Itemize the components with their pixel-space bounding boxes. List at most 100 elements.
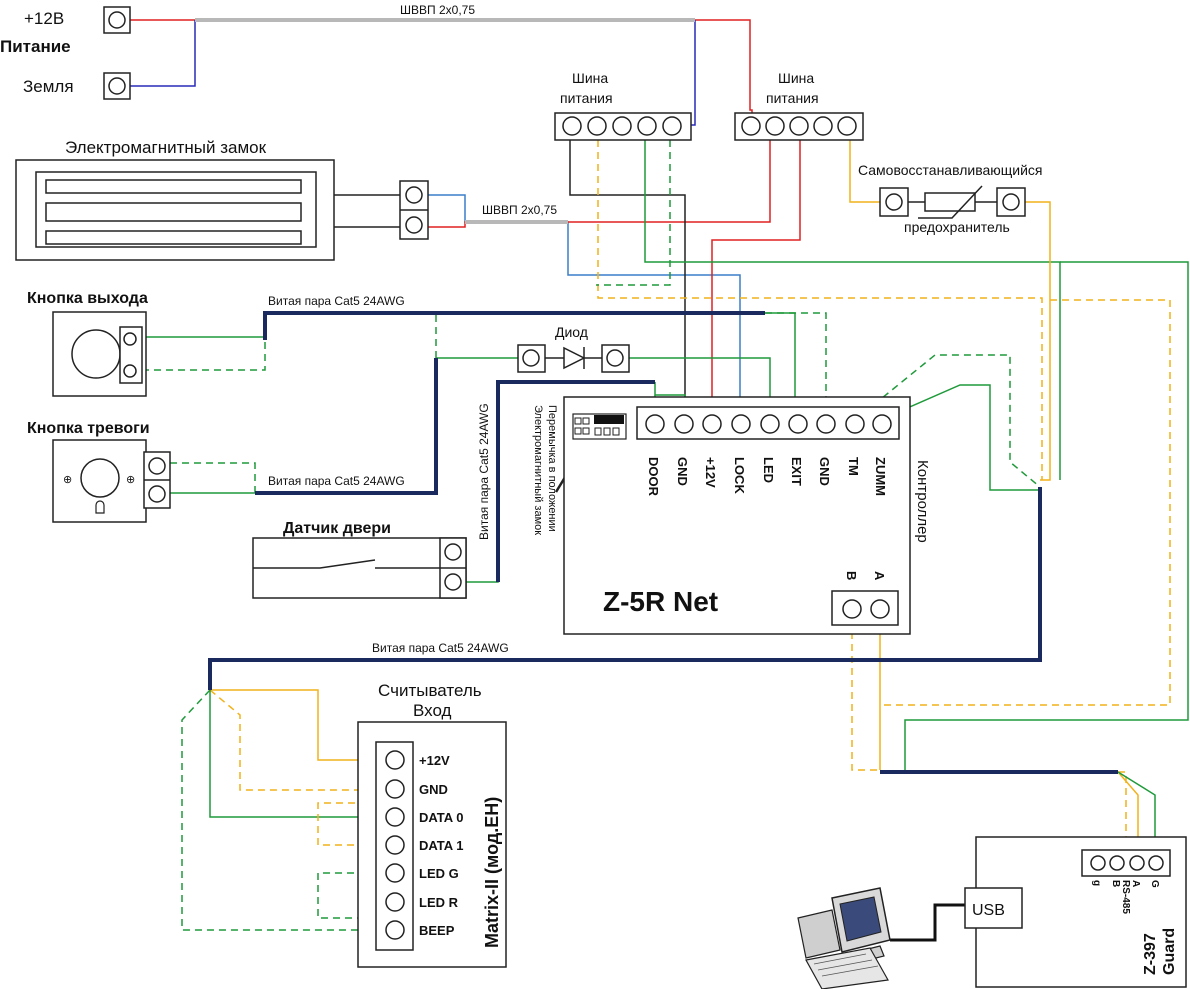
wire-12v-red bbox=[711, 140, 801, 420]
power-block: +12В Питание Земля ШВВП 2x0,75 bbox=[0, 3, 475, 100]
wire-reader-ledg bbox=[317, 872, 378, 919]
lock-title: Электромагнитный замок bbox=[65, 138, 267, 157]
wire-lock-blue bbox=[428, 194, 741, 420]
alarm-cable-label: Витая пара Cat5 24AWG bbox=[268, 474, 405, 488]
svg-text:LED G: LED G bbox=[419, 866, 459, 881]
power-title: Питание bbox=[0, 37, 71, 56]
controller-z5r: DOOR GND +12V LOCK LED EXIT GND TM ZUMM … bbox=[563, 396, 931, 635]
svg-text:RS-485: RS-485 bbox=[1120, 880, 1131, 914]
svg-text:BEEP: BEEP bbox=[419, 923, 455, 938]
door-sensor: Датчик двери Витая пара Cat5 24AWG bbox=[252, 403, 491, 599]
cat5-alarm bbox=[255, 358, 438, 495]
svg-text:USB: USB bbox=[972, 902, 1005, 919]
wire-reader-beep bbox=[181, 689, 378, 931]
svg-text:питания: питания bbox=[560, 90, 613, 106]
svg-text:⊕: ⊕ bbox=[126, 474, 135, 486]
wire-reader-d0 bbox=[209, 690, 378, 818]
svg-text:Перемычка в положении: Перемычка в положении bbox=[546, 405, 558, 532]
svg-text:B: B bbox=[1110, 880, 1121, 887]
alarm-title: Кнопка тревоги bbox=[27, 420, 150, 437]
wire-power-ground bbox=[130, 20, 696, 126]
cat5-exit bbox=[263, 311, 765, 340]
svg-text:+12V: +12V bbox=[419, 753, 450, 768]
wire-reader-d1 bbox=[317, 802, 378, 846]
door-title: Датчик двери bbox=[283, 520, 391, 537]
wire-power-plus bbox=[130, 19, 753, 118]
controller-terminal-labels: DOOR GND +12V LOCK LED EXIT GND TM ZUMM bbox=[646, 457, 888, 497]
svg-text:LOCK: LOCK bbox=[732, 457, 747, 494]
svg-text:предохранитель: предохранитель bbox=[904, 219, 1010, 235]
svg-text:питания: питания bbox=[766, 90, 819, 106]
svg-text:A: A bbox=[872, 571, 887, 581]
wire-gnd-black bbox=[569, 140, 686, 420]
wire-fuse-yellow bbox=[849, 140, 1051, 481]
svg-text:g: g bbox=[1091, 880, 1102, 886]
svg-text:Шина: Шина bbox=[778, 70, 814, 86]
wire-guard-green bbox=[904, 261, 1189, 770]
wire-exit-to-ctrl-dash bbox=[765, 312, 827, 420]
svg-text:Вход: Вход bbox=[413, 701, 452, 720]
wire-exit-green bbox=[142, 313, 266, 338]
controller-terminal-circles bbox=[645, 414, 892, 434]
svg-text:G: G bbox=[1149, 880, 1160, 888]
wire-guard-b bbox=[1118, 771, 1127, 855]
svg-text:LED: LED bbox=[761, 457, 776, 483]
svg-text:GND: GND bbox=[419, 782, 448, 797]
converter-z397: USB g B A G RS-485 Z-397 Guard bbox=[964, 836, 1187, 988]
computer-icon bbox=[797, 887, 891, 989]
reader-matrix: Считыватель Вход +12V GND DATA 0 DATA 1 … bbox=[357, 681, 507, 968]
wire-reader-gnd bbox=[209, 689, 378, 791]
wires bbox=[130, 18, 1189, 942]
svg-text:LED R: LED R bbox=[419, 895, 459, 910]
cat5-door bbox=[496, 380, 655, 582]
svg-text:Диод: Диод bbox=[555, 324, 588, 340]
svg-text:ZUMM: ZUMM bbox=[873, 457, 888, 496]
wire-guard-yellow bbox=[880, 299, 1171, 706]
svg-text:A: A bbox=[1130, 880, 1141, 887]
wire-exit-green-dash bbox=[142, 313, 266, 371]
controller-title: Z-5R Net bbox=[603, 586, 718, 617]
exit-button: Кнопка выхода Витая пара Cat5 24AWG bbox=[27, 290, 405, 397]
wire-door-green bbox=[466, 555, 499, 583]
svg-text:Шина: Шина bbox=[572, 70, 608, 86]
wire-alarm-green-dash bbox=[170, 462, 256, 493]
wire-bus-yellow-dash bbox=[597, 140, 1043, 480]
wire-guard-a bbox=[1117, 771, 1139, 855]
cat5-cables bbox=[208, 311, 1118, 774]
fuse: Самовосстанавливающийся предохранитель bbox=[858, 162, 1043, 235]
wire-bus-green bbox=[644, 140, 1061, 480]
wire-rs485-b bbox=[851, 620, 880, 771]
power-cable-label: ШВВП 2x0,75 bbox=[400, 3, 475, 17]
exit-title: Кнопка выхода bbox=[27, 290, 148, 307]
wire-zumm-green bbox=[879, 384, 1040, 491]
wire-usb bbox=[890, 903, 965, 942]
door-cable-label: Витая пара Cat5 24AWG bbox=[477, 403, 491, 540]
main-cable-label: Витая пара Cat5 24AWG bbox=[372, 641, 509, 655]
bus-right: Шина питания bbox=[734, 70, 864, 141]
wire-reader-12v bbox=[210, 689, 378, 761]
electromagnetic-lock: Электромагнитный замок ШВВП 2x0,75 bbox=[15, 138, 557, 261]
wire-guard-g bbox=[1117, 771, 1156, 855]
svg-text:B: B bbox=[844, 571, 859, 580]
wire-bus-green-dash bbox=[596, 140, 671, 286]
svg-text:Z-397: Z-397 bbox=[1142, 933, 1159, 975]
svg-text:DATA 1: DATA 1 bbox=[419, 838, 464, 853]
svg-text:Guard: Guard bbox=[1161, 928, 1178, 975]
svg-text:EXIT: EXIT bbox=[789, 457, 804, 486]
svg-text:⊕: ⊕ bbox=[63, 474, 72, 486]
svg-text:DATA 0: DATA 0 bbox=[419, 810, 464, 825]
exit-cable-label: Витая пара Cat5 24AWG bbox=[268, 294, 405, 308]
reader-model: Matrix-II (мод.EH) bbox=[482, 797, 502, 948]
cat5-main bbox=[208, 487, 1042, 690]
svg-text:GND: GND bbox=[675, 457, 690, 486]
svg-text:Самовосстанавливающийся: Самовосстанавливающийся bbox=[858, 162, 1043, 178]
svg-text:DOOR: DOOR bbox=[646, 457, 661, 497]
svg-text:TM: TM bbox=[846, 457, 861, 476]
bus-left: Шина питания bbox=[554, 70, 692, 141]
svg-text:Электромагнитный замок: Электромагнитный замок bbox=[532, 405, 544, 535]
wire-lock-red bbox=[428, 140, 771, 228]
alarm-button: Кнопка тревоги ⊕ ⊕ Витая пара Cat5 24AWG bbox=[27, 420, 405, 523]
power-ground-label: Земля bbox=[23, 77, 74, 96]
controller-side-label: Контроллер bbox=[914, 460, 931, 543]
